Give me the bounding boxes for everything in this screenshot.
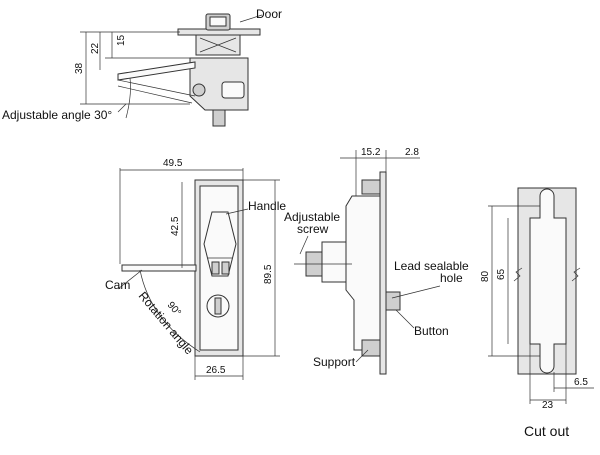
break-left (513, 267, 523, 282)
rotation-angle-label: Rotation angle (136, 289, 197, 358)
support-label: Support (313, 355, 356, 369)
cam-arm-lower (117, 79, 196, 97)
top-support (361, 179, 381, 195)
lead-sealable-label-1: Lead sealable (394, 259, 469, 273)
adjustable-screw-label-1: Adjustable (284, 210, 340, 224)
pivot-screw (192, 83, 206, 97)
dim-80: 80 (480, 270, 491, 282)
dim-23: 23 (542, 400, 554, 411)
button-leader (395, 309, 415, 329)
handle-shape (203, 211, 237, 277)
bottom-screw (212, 109, 226, 127)
dim-15: 15 (116, 34, 127, 46)
side-plate (379, 171, 387, 375)
adjustable-angle-label: Adjustable angle 30° (2, 108, 112, 122)
dim-15-2: 15.2 (361, 147, 381, 158)
dim-26-5: 26.5 (206, 365, 226, 376)
handle-label: Handle (248, 199, 286, 213)
dim-42-5: 42.5 (170, 216, 181, 236)
dim-38: 38 (74, 62, 85, 74)
cam-arm-lower-2 (117, 85, 193, 104)
cam-arm-upper (117, 61, 196, 81)
dim-89-5: 89.5 (263, 264, 274, 284)
support-leader (355, 349, 369, 363)
dim-65: 65 (496, 268, 507, 280)
angle-arc (125, 77, 131, 119)
bottom-support (361, 339, 381, 357)
handle-leader (225, 208, 249, 215)
break-right (571, 267, 581, 282)
lead-leader (391, 285, 441, 299)
dim-49-5: 49.5 (163, 158, 183, 169)
front-view: Cam 90° Rotation angle Handle 49.5 42.5 … (105, 158, 286, 380)
button-part (385, 291, 401, 311)
screw-block (321, 241, 347, 283)
side-view: Adjustable screw Lead sealable hole Butt… (284, 147, 469, 375)
cam-leader (117, 269, 143, 290)
top-view: Door Adjustable angle 30° 15 22 38 (2, 7, 282, 127)
button-label: Button (414, 324, 449, 338)
side-body (345, 195, 381, 351)
lead-sealable-label-2: hole (440, 271, 463, 285)
body-cross (199, 37, 237, 53)
slot (221, 81, 245, 99)
dim-6-5: 6.5 (574, 377, 588, 388)
handle-tab-right (221, 261, 230, 275)
door-label: Door (256, 7, 282, 21)
lock-slot (214, 297, 222, 315)
door-leader (239, 14, 263, 23)
screw-leader (299, 235, 309, 255)
rotation-arc (139, 269, 201, 353)
handle-tab-left (211, 261, 220, 275)
cam-bar (121, 264, 197, 272)
angle-leader (117, 103, 127, 113)
knob-face (209, 16, 227, 27)
dim-2-8: 2.8 (405, 147, 419, 158)
cut-out-caption: Cut out (524, 423, 569, 439)
adjustable-screw-label-2: screw (297, 222, 329, 236)
dim-22: 22 (90, 42, 101, 54)
cam-label: Cam (105, 278, 130, 292)
cutout-view: 80 65 23 6.5 Cut out (480, 187, 594, 439)
